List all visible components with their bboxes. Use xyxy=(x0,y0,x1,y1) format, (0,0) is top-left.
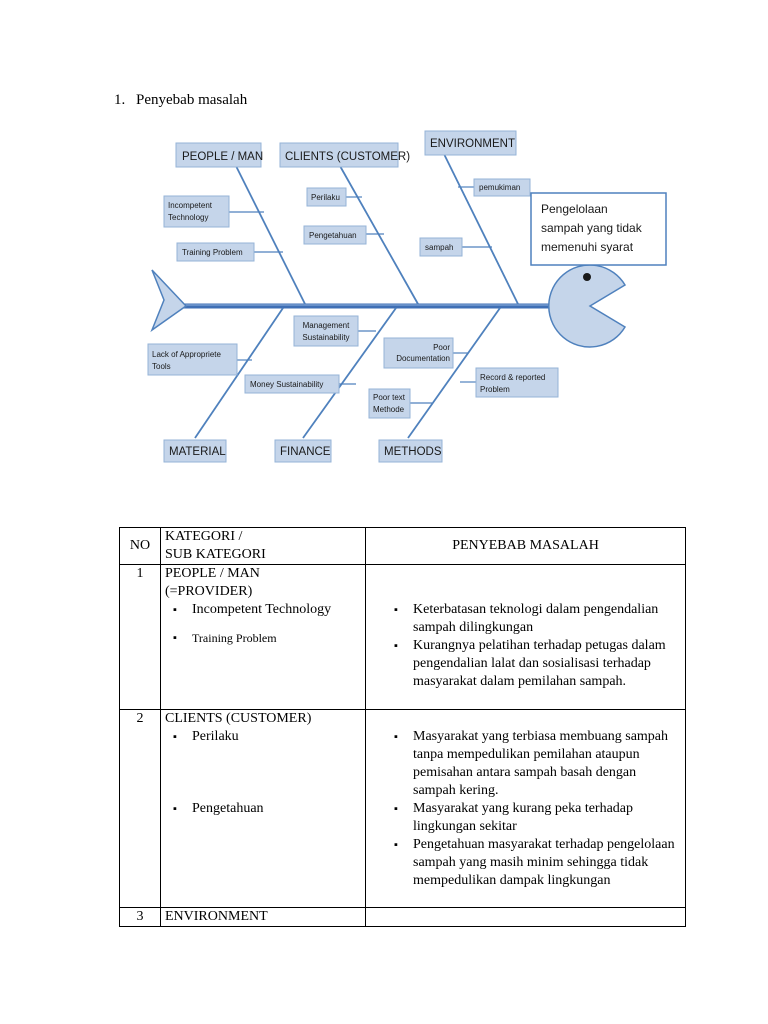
table-row: 1 PEOPLE / MAN (=PROVIDER) Incompetent T… xyxy=(119,564,686,710)
svg-text:Technology: Technology xyxy=(168,213,208,222)
table-header-row: NO KATEGORI / SUB KATEGORI PENYEBAB MASA… xyxy=(119,527,686,565)
subcategory-item: Pengetahuan xyxy=(169,800,361,818)
category-material: MATERIAL xyxy=(163,439,227,463)
cause-pemukiman: pemukiman xyxy=(473,178,531,197)
category-label: CLIENTS (CUSTOMER) xyxy=(165,711,312,726)
header-no: NO xyxy=(119,527,161,565)
heading-number: 1. xyxy=(114,92,126,108)
cause-item: Pengetahuan masyarakat terhadap pengelol… xyxy=(390,836,681,890)
subcategory-item: Perilaku xyxy=(169,728,361,746)
header-category-line1: KATEGORI / xyxy=(165,529,243,544)
bone-finance xyxy=(302,307,397,439)
header-category: KATEGORI / SUB KATEGORI xyxy=(160,527,366,565)
category-label: PEOPLE / MAN xyxy=(165,566,260,581)
cause-sampah: sampah xyxy=(419,237,463,257)
svg-text:sampah yang tidak: sampah yang tidak xyxy=(541,221,643,235)
table-row: 3 ENVIRONMENT xyxy=(119,907,686,927)
svg-text:CLIENTS (CUSTOMER): CLIENTS (CUSTOMER) xyxy=(285,151,410,163)
row-causes xyxy=(365,907,686,927)
cause-poor-documentation: Poor Documentation xyxy=(383,337,454,369)
svg-text:PEOPLE / MAN: PEOPLE / MAN xyxy=(182,151,263,163)
fishbone-diagram: PEOPLE / MAN CLIENTS (CUSTOMER) ENVIRONM… xyxy=(147,130,667,463)
svg-text:Perilaku: Perilaku xyxy=(311,193,340,202)
cause-record-reported-problem: Record & reported Problem xyxy=(475,367,559,398)
svg-text:sampah: sampah xyxy=(425,243,453,252)
svg-text:Management: Management xyxy=(303,321,350,330)
category-environment: ENVIRONMENT xyxy=(424,130,517,156)
svg-text:Sustainability: Sustainability xyxy=(302,333,349,342)
svg-text:Poor: Poor xyxy=(433,343,450,352)
fish-eye xyxy=(583,273,591,281)
cause-item: Keterbatasan teknologi dalam pengendalia… xyxy=(390,601,681,637)
svg-text:Pengelolaan: Pengelolaan xyxy=(541,202,608,216)
svg-text:ENVIRONMENT: ENVIRONMENT xyxy=(430,138,515,150)
subcategory-item: Training Problem xyxy=(169,629,361,647)
svg-text:Lack of Appropriete: Lack of Appropriete xyxy=(152,350,221,359)
svg-text:METHODS: METHODS xyxy=(384,446,442,458)
svg-text:Methode: Methode xyxy=(373,405,405,414)
svg-text:Record & reported: Record & reported xyxy=(480,373,545,382)
bone-clients xyxy=(339,165,419,305)
svg-text:Money Sustainability: Money Sustainability xyxy=(250,380,323,389)
row-category: PEOPLE / MAN (=PROVIDER) Incompetent Tec… xyxy=(160,564,366,710)
svg-text:Poor text: Poor text xyxy=(373,393,406,402)
cause-pengetahuan: Pengetahuan xyxy=(303,225,367,245)
cause-item: Kurangnya pelatihan terhadap petugas dal… xyxy=(390,637,681,691)
fish-tail xyxy=(150,269,188,333)
cause-item: Masyarakat yang kurang peka terhadap lin… xyxy=(390,800,681,836)
bone-environment xyxy=(443,153,519,305)
causes-table: NO KATEGORI / SUB KATEGORI PENYEBAB MASA… xyxy=(119,527,686,927)
row-number: 2 xyxy=(119,709,161,908)
cause-money-sustainability: Money Sustainability xyxy=(244,374,340,394)
problem-statement-box: Pengelolaan sampah yang tidak memenuhi s… xyxy=(530,192,667,266)
bone-people xyxy=(235,165,306,305)
category-clients: CLIENTS (CUSTOMER) xyxy=(279,142,410,168)
heading-text: Penyebab masalah xyxy=(136,92,248,108)
header-category-line2: SUB KATEGORI xyxy=(165,547,266,562)
svg-text:Pengetahuan: Pengetahuan xyxy=(309,231,357,240)
cause-perilaku: Perilaku xyxy=(306,187,347,207)
table-row: 2 CLIENTS (CUSTOMER) Perilaku Pengetahua… xyxy=(119,709,686,908)
header-cause: PENYEBAB MASALAH xyxy=(365,527,686,565)
bone-material xyxy=(194,307,284,439)
cause-management-sustainability: Management Sustainability xyxy=(293,315,359,347)
fish-head xyxy=(548,264,627,348)
cause-incompetent-technology: Incompetent Technology xyxy=(163,195,230,228)
bone-methods xyxy=(407,307,501,439)
section-heading: 1. Penyebab masalah xyxy=(114,92,247,109)
row-category: ENVIRONMENT xyxy=(160,907,366,927)
row-number: 3 xyxy=(119,907,161,927)
cause-connectors xyxy=(229,186,492,404)
cause-item: Masyarakat yang terbiasa membuang sampah… xyxy=(390,728,681,800)
subcategory-item: Incompetent Technology xyxy=(169,601,361,619)
svg-text:Incompetent: Incompetent xyxy=(168,201,213,210)
svg-text:Training Problem: Training Problem xyxy=(182,248,243,257)
row-category: CLIENTS (CUSTOMER) Perilaku Pengetahuan xyxy=(160,709,366,908)
cause-poor-text-methode: Poor text Methode xyxy=(368,388,411,419)
row-causes: Keterbatasan teknologi dalam pengendalia… xyxy=(365,564,686,710)
category-people: PEOPLE / MAN xyxy=(175,142,263,168)
cause-lack-of-tools: Lack of Appropriete Tools xyxy=(147,343,238,376)
row-causes: Masyarakat yang terbiasa membuang sampah… xyxy=(365,709,686,908)
svg-text:memenuhi syarat: memenuhi syarat xyxy=(541,240,634,254)
svg-text:FINANCE: FINANCE xyxy=(280,446,331,458)
category-methods: METHODS xyxy=(378,439,443,463)
svg-text:Tools: Tools xyxy=(152,362,171,371)
svg-text:MATERIAL: MATERIAL xyxy=(169,446,226,458)
row-number: 1 xyxy=(119,564,161,710)
category-finance: FINANCE xyxy=(274,439,332,463)
svg-text:Problem: Problem xyxy=(480,385,510,394)
cause-training-problem: Training Problem xyxy=(176,242,255,262)
svg-text:pemukiman: pemukiman xyxy=(479,183,520,192)
svg-text:Documentation: Documentation xyxy=(396,354,450,363)
category-sublabel: (=PROVIDER) xyxy=(165,584,253,599)
